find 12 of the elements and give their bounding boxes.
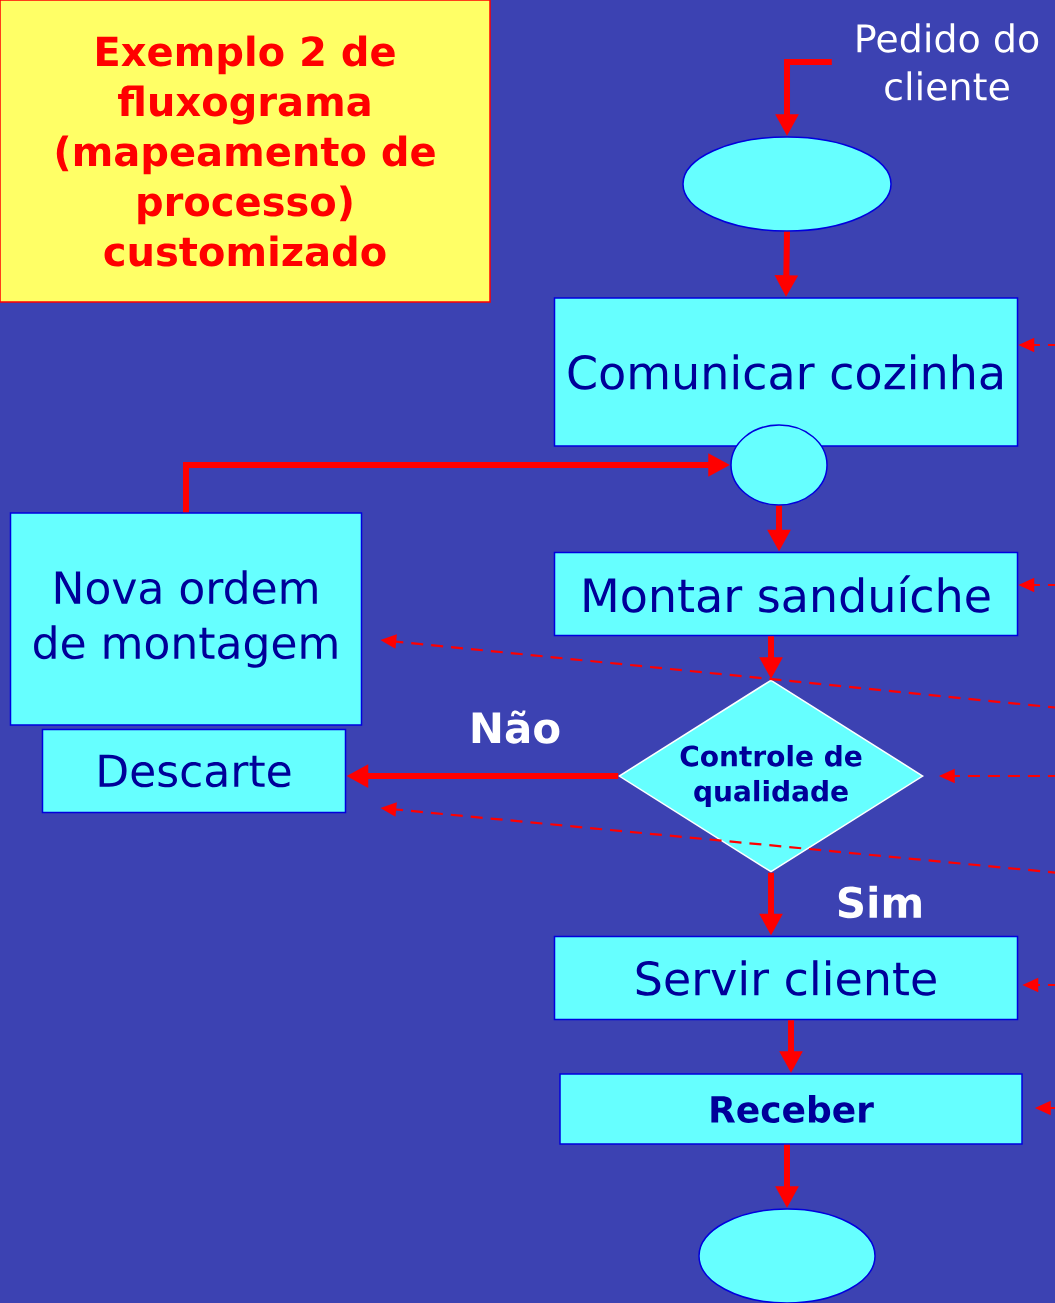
edge-label: Sim [838,885,921,919]
edge-label: Não [472,710,560,744]
end-ellipse [698,1208,876,1303]
process-box: Servir cliente [553,935,1019,1021]
connector-circle [730,424,828,506]
start-ellipse [682,136,892,232]
title-box: Exemplo 2 de fluxograma (mapeamento de processo) customizado [0,0,491,303]
process-box: Nova ordem de montagem [9,512,363,726]
process-box: Montar sanduíche [553,551,1019,637]
start-text: Pedido do cliente [857,23,1039,101]
process-box: Receber [559,1073,1023,1145]
process-box: Descarte [41,728,347,814]
